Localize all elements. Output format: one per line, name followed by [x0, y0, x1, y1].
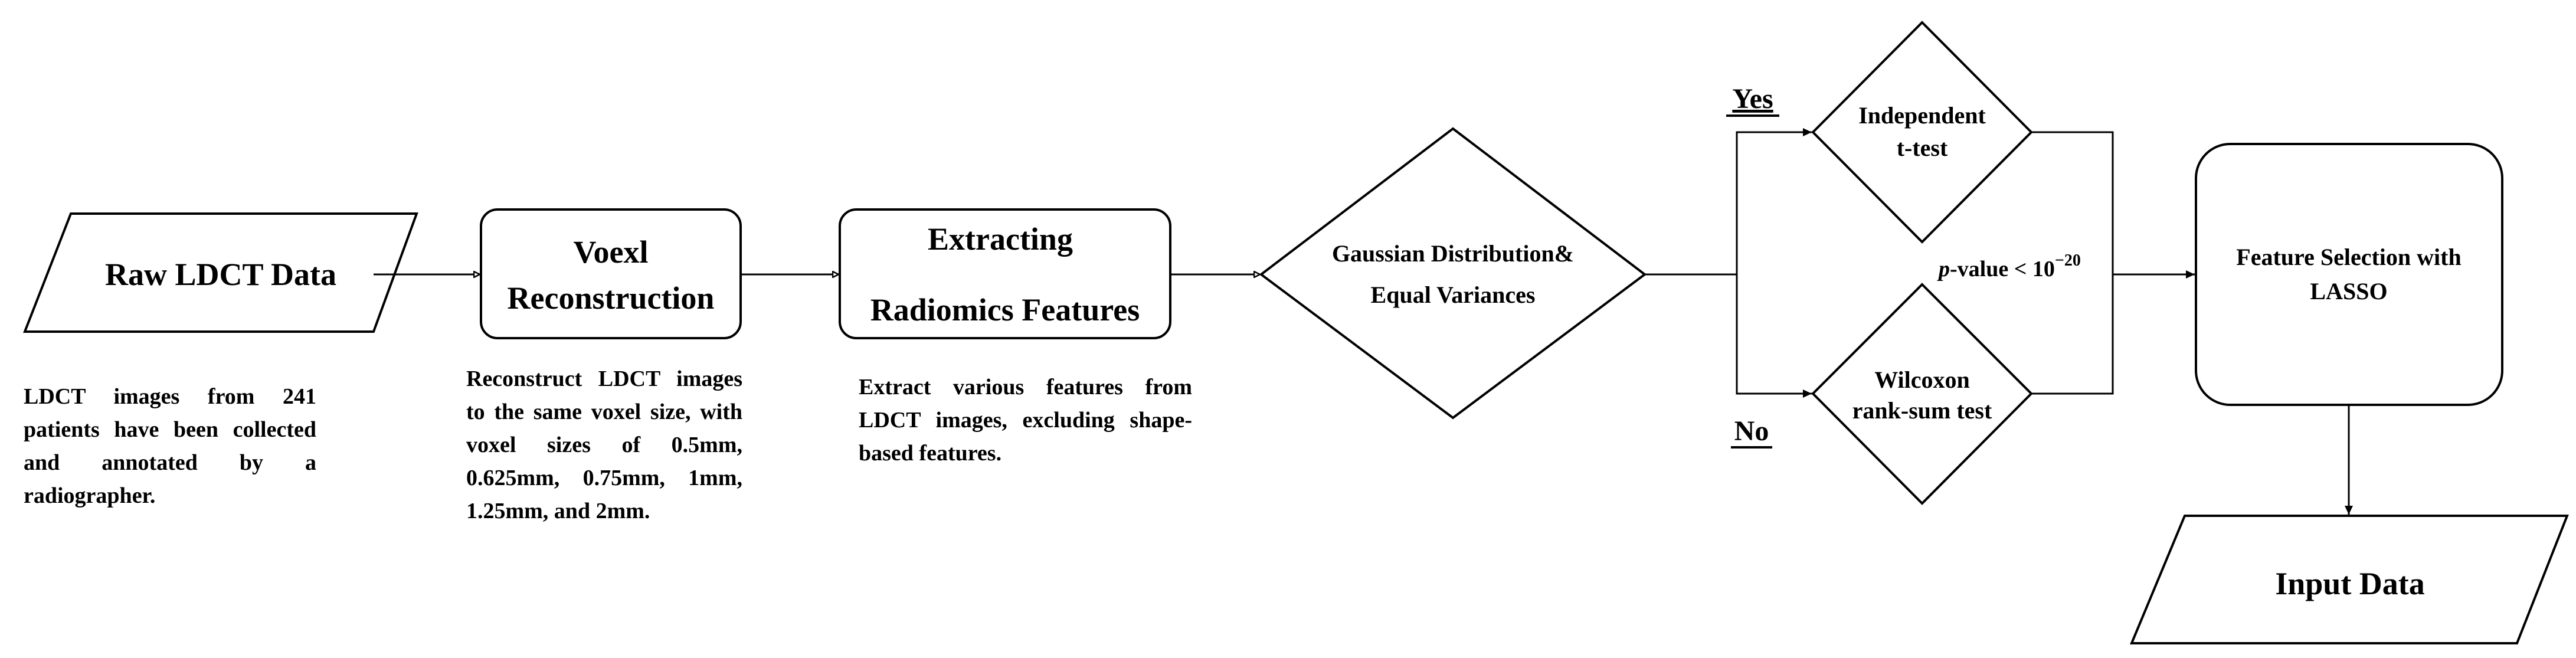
extract-label-line2: Radiomics Features: [870, 292, 1140, 328]
pvalue-p: p: [1937, 257, 1950, 281]
wilcoxon-label-line1: Wilcoxon: [1874, 366, 1970, 393]
lasso-label-line1: Feature Selection with: [2236, 244, 2461, 270]
extract-label-line1: Extracting: [928, 221, 1073, 257]
pvalue-text: -value < 10: [1950, 257, 2055, 281]
raw-data-description: LDCT images from 241 patients have been …: [24, 384, 316, 508]
raw-data-shape: [23, 212, 418, 333]
ttest-label-line2: t-test: [1897, 135, 1948, 161]
branch-yes: [1736, 128, 1812, 274]
reconstruction-description: Reconstruct LDCT images to the same voxe…: [466, 366, 742, 523]
gaussian-label-line1: Gaussian Distribution&: [1332, 240, 1574, 267]
lasso-box: [2195, 143, 2503, 406]
recon-label-line1: Voexl: [573, 234, 648, 270]
line-ttest-merge: [2031, 131, 2114, 395]
gaussian-decision-diamond: [1259, 127, 1647, 420]
gaussian-label-line2: Equal Variances: [1371, 281, 1536, 308]
extraction-description: Extract various features from LDCT image…: [859, 375, 1192, 466]
reconstruction-box: [480, 208, 742, 339]
ttest-diamond: [1811, 21, 2033, 244]
input-data-label: Input Data: [2275, 566, 2425, 601]
no-label: No: [1734, 415, 1769, 447]
lasso-label-line2: LASSO: [2310, 278, 2387, 305]
ttest-label-line1: Independent: [1858, 102, 1986, 129]
recon-label-line2: Reconstruction: [508, 280, 715, 316]
pvalue-exponent: −20: [2055, 251, 2081, 270]
yes-label: Yes: [1732, 83, 1773, 114]
wilcoxon-diamond: [1811, 283, 2033, 505]
pvalue-label: p-value < 10−20: [1937, 251, 2081, 281]
wilcoxon-label-line2: rank-sum test: [1852, 397, 1992, 424]
input-data-shape: [2130, 515, 2569, 644]
branch-no: [1736, 274, 1812, 398]
raw-data-label: Raw LDCT Data: [105, 257, 336, 292]
